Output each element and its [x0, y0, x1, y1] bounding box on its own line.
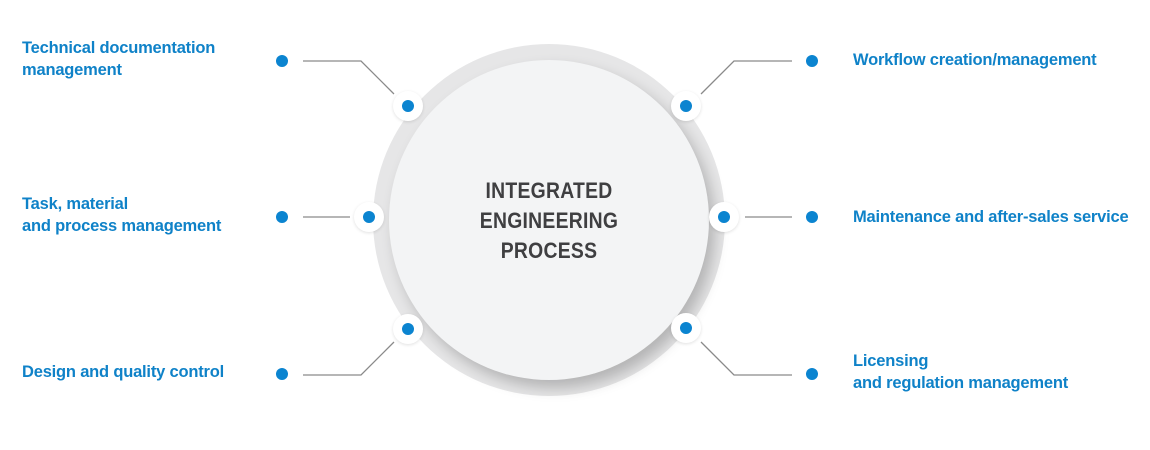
- dot-right-middle: [806, 211, 818, 223]
- label-workflow-management: Workflow creation/management: [853, 51, 1097, 69]
- label-maintenance-service: Maintenance and after-sales service: [853, 208, 1129, 226]
- center-circle: [389, 60, 709, 380]
- label-licensing-regulation: Licensing and regulation management: [853, 352, 1069, 392]
- connector-left-top: [303, 60, 395, 95]
- ring-node-right-middle: [709, 202, 739, 232]
- dot-left-top: [276, 55, 288, 67]
- dot-left-bottom: [276, 368, 288, 380]
- ring-node-left-top: [393, 91, 423, 121]
- dot-right-top: [806, 55, 818, 67]
- connector-right-top: [700, 60, 792, 95]
- connector-right-bottom: [700, 341, 792, 376]
- label-task-material-process: Task, material and process management: [22, 195, 222, 235]
- ring-node-left-middle: [354, 202, 384, 232]
- ring-node-right-top: [671, 91, 701, 121]
- ring-node-right-bottom: [671, 313, 701, 343]
- dot-left-middle: [276, 211, 288, 223]
- ring-node-left-bottom: [393, 314, 423, 344]
- label-design-quality-control: Design and quality control: [22, 363, 224, 381]
- dot-right-bottom: [806, 368, 818, 380]
- center-title: INTEGRATED ENGINEERING PROCESS: [479, 178, 619, 263]
- label-technical-documentation: Technical documentation management: [22, 39, 216, 79]
- connector-left-bottom: [303, 341, 395, 376]
